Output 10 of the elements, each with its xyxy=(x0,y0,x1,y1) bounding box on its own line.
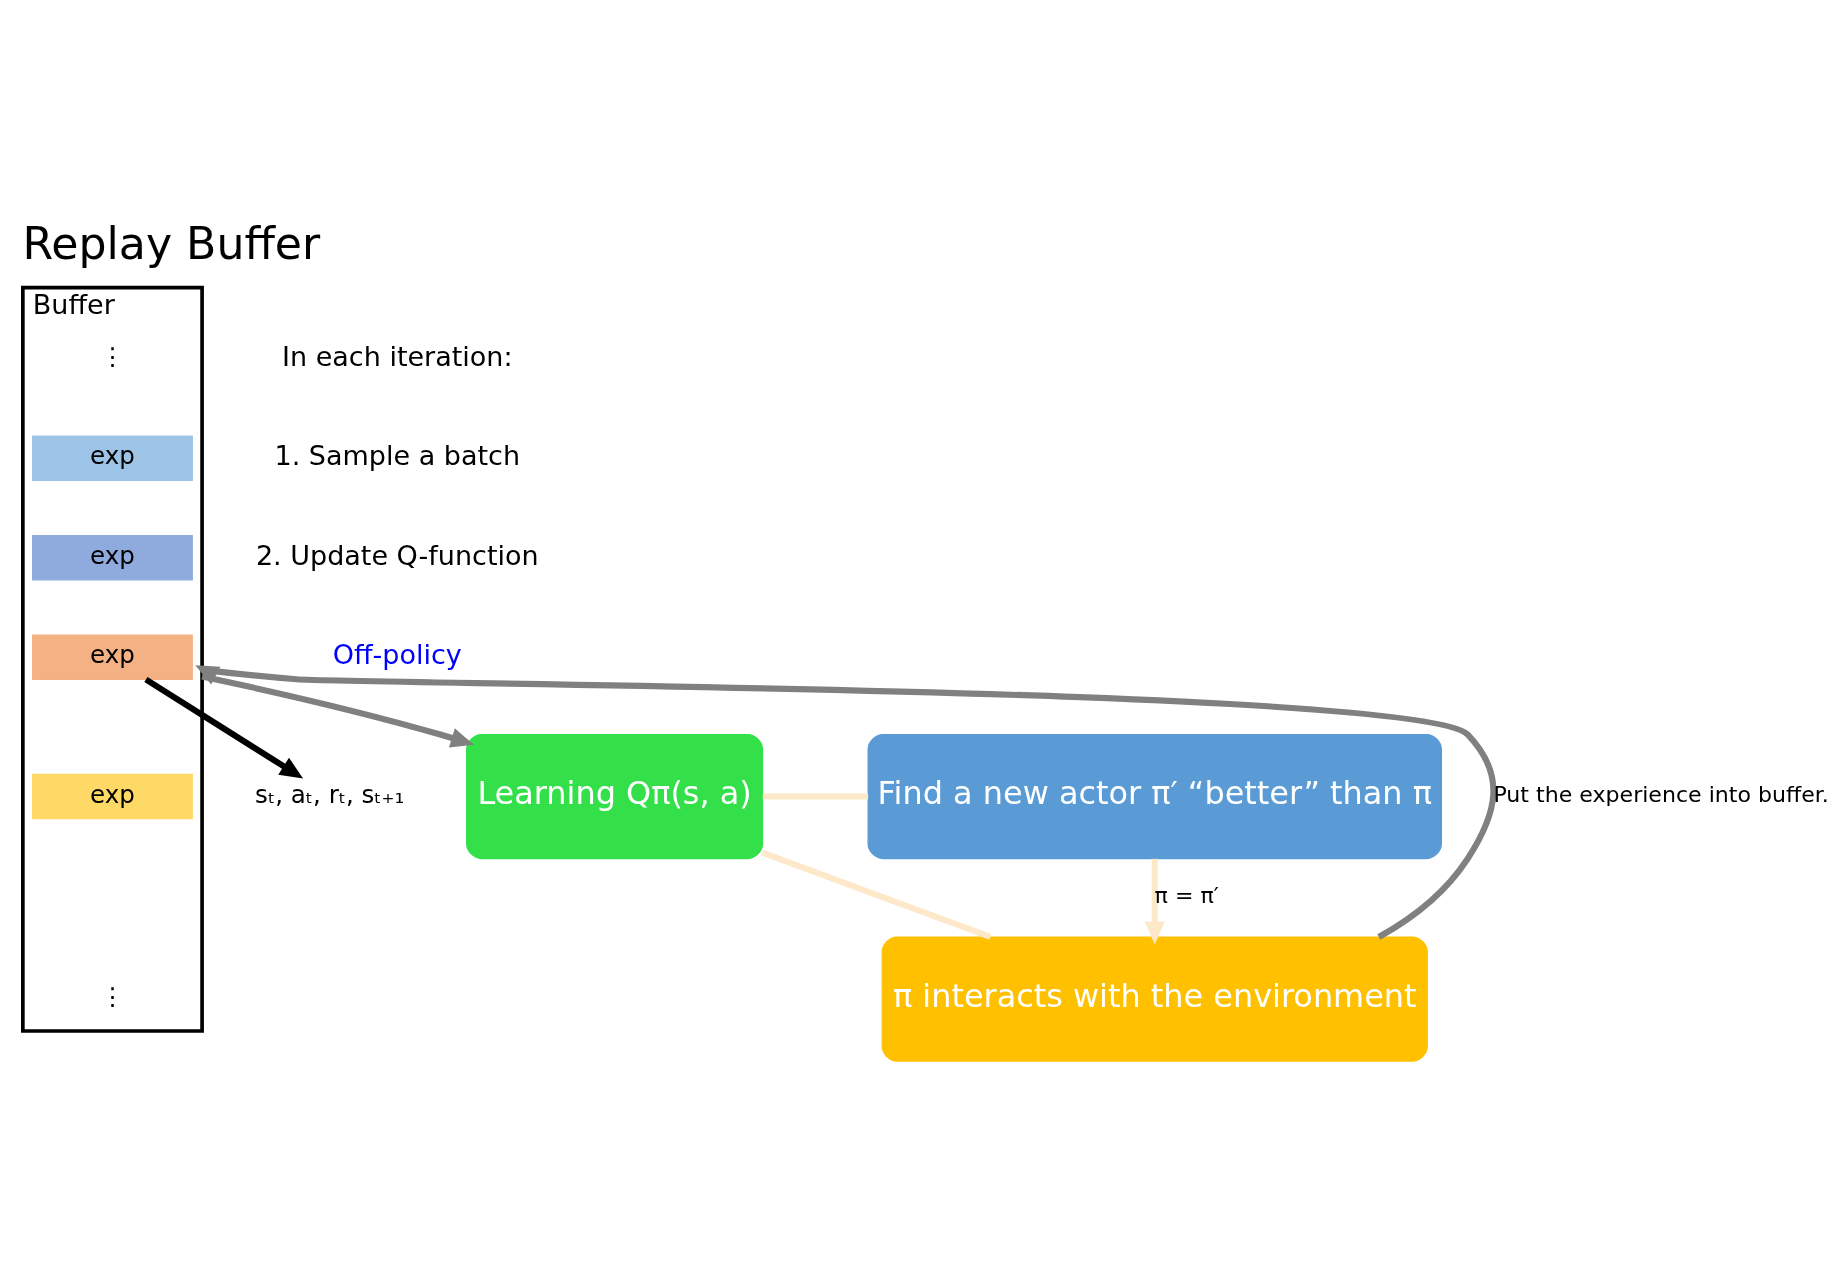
label: 1. Sample a batch xyxy=(274,439,521,471)
node-text: ⋮ xyxy=(100,981,125,1011)
label: Off-policy xyxy=(332,638,462,670)
node-text: ⋮ xyxy=(100,341,125,371)
label: 2. Update Q-function xyxy=(255,539,539,571)
edge-label: π = π′ xyxy=(1154,881,1219,908)
node-text: sₜ, aₜ, rₜ, sₜ₊₁ xyxy=(255,779,405,809)
diagram-title: Replay Buffer xyxy=(22,217,321,269)
label: In each iteration: xyxy=(282,340,513,372)
edge-label: Put the experience into buffer. xyxy=(1493,780,1829,807)
